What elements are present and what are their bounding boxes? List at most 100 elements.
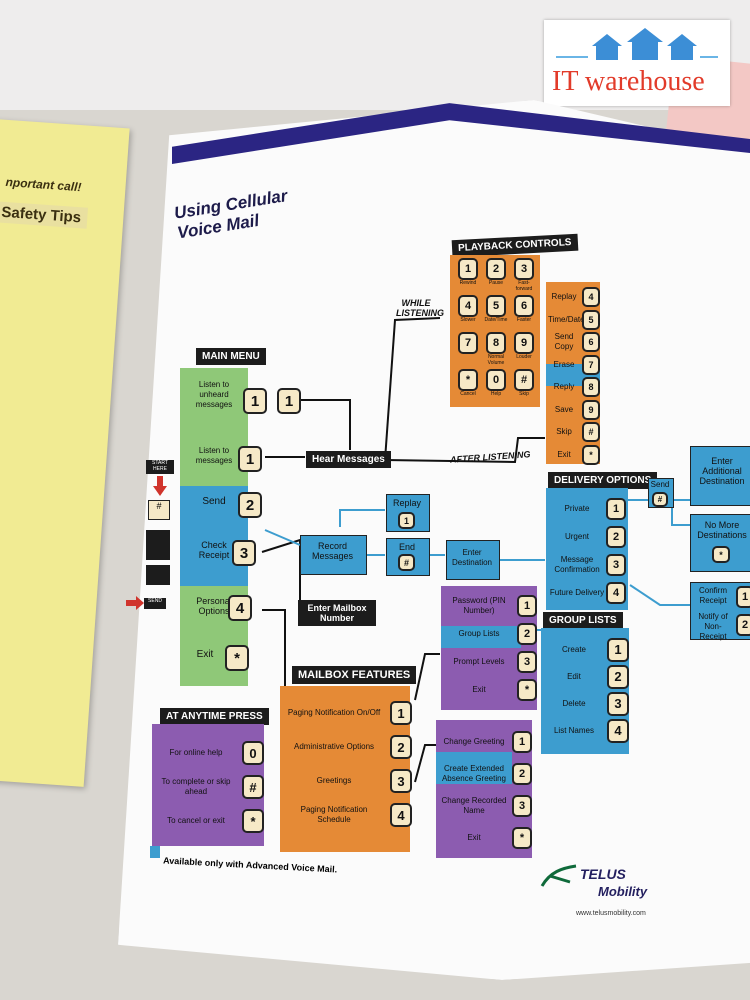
- item-label: Delete: [562, 698, 586, 708]
- key-2[interactable]: 2: [517, 623, 537, 645]
- key-5[interactable]: 5: [486, 295, 506, 317]
- telus-url: www.telusmobility.com: [576, 910, 646, 917]
- playback-key-label: Normal Volume: [487, 354, 505, 366]
- playback-key: #Skip: [510, 369, 538, 406]
- key-9[interactable]: 9: [514, 332, 534, 354]
- item-label: Password (PIN Number): [452, 596, 506, 615]
- key-hash[interactable]: #: [582, 422, 600, 443]
- key-star[interactable]: *: [242, 809, 264, 833]
- item-label: To complete or skip ahead: [161, 777, 231, 796]
- item-label: Exit: [472, 685, 486, 694]
- key-2[interactable]: 2: [390, 735, 412, 759]
- item-label: For online help: [169, 748, 223, 757]
- key-4[interactable]: 4: [390, 803, 412, 827]
- item-label: Change Recorded Name: [441, 796, 507, 815]
- playback-key: 7: [454, 332, 482, 369]
- enter-additional-label: Enter Additional Destination: [699, 456, 745, 486]
- key-6[interactable]: 6: [582, 332, 600, 353]
- key-hash[interactable]: #: [398, 554, 415, 571]
- menu-item-label: Listen to messages: [195, 446, 233, 465]
- advanced-marker: [150, 846, 160, 858]
- side-note-box: [146, 530, 170, 560]
- key-hash[interactable]: #: [652, 492, 668, 507]
- key-5[interactable]: 5: [582, 309, 600, 330]
- list-item: Password (PIN Number) 1: [443, 592, 537, 620]
- key-1[interactable]: 1: [607, 637, 629, 662]
- key-hash[interactable]: #: [514, 369, 534, 391]
- key-2[interactable]: 2: [607, 664, 629, 689]
- key-1[interactable]: 1: [238, 446, 262, 472]
- key-1[interactable]: 1: [606, 498, 626, 520]
- key-1[interactable]: 1: [277, 388, 301, 414]
- key-6[interactable]: 6: [514, 295, 534, 317]
- key-4[interactable]: 4: [458, 295, 478, 317]
- key-star[interactable]: *: [512, 827, 532, 849]
- side-note-box: [146, 565, 170, 585]
- key-2[interactable]: 2: [606, 526, 626, 548]
- replay-label: Replay: [392, 498, 421, 508]
- key-star[interactable]: *: [225, 645, 249, 671]
- key-3[interactable]: 3: [390, 769, 412, 793]
- item-label: Skip: [556, 427, 572, 437]
- key-4[interactable]: 4: [606, 582, 626, 604]
- right-arrow-icon: [126, 596, 144, 610]
- key-3[interactable]: 3: [606, 554, 626, 576]
- list-item: For online help 0: [156, 736, 264, 770]
- anytime-title: AT ANYTIME PRESS: [160, 708, 269, 725]
- telus-sub: Mobility: [598, 884, 648, 899]
- key-0[interactable]: 0: [486, 369, 506, 391]
- key-star[interactable]: *: [582, 444, 600, 465]
- key-3[interactable]: 3: [512, 795, 532, 817]
- key-1[interactable]: 1: [398, 512, 415, 529]
- key-1[interactable]: 1: [458, 258, 478, 280]
- key-3[interactable]: 3: [607, 691, 629, 716]
- key-3[interactable]: 3: [232, 540, 256, 566]
- enter-mailbox-number: Enter Mailbox Number: [298, 600, 376, 626]
- anytime-list: For online help 0 To complete or skip ahea…: [156, 736, 264, 838]
- key-2[interactable]: 2: [512, 763, 532, 785]
- key-1[interactable]: 1: [517, 595, 537, 617]
- item-label: Urgent: [564, 532, 589, 541]
- key-hash[interactable]: #: [242, 775, 264, 799]
- key-4[interactable]: 4: [582, 287, 600, 308]
- key-8[interactable]: 8: [582, 377, 600, 398]
- list-item: To complete or skip ahead #: [156, 770, 264, 804]
- key-1[interactable]: 1: [512, 731, 532, 753]
- key-2[interactable]: 2: [736, 614, 750, 636]
- playback-key-label: Cancel: [460, 391, 476, 397]
- key-1[interactable]: 1: [736, 586, 750, 608]
- item-label: Create: [561, 644, 586, 654]
- key-7[interactable]: 7: [458, 332, 478, 354]
- item-label: List Names: [553, 725, 594, 735]
- key-9[interactable]: 9: [582, 399, 600, 420]
- playback-key-label: Rewind: [459, 280, 477, 286]
- key-4[interactable]: 4: [228, 595, 252, 621]
- key-star[interactable]: *: [458, 369, 478, 391]
- key-0[interactable]: 0: [242, 741, 264, 765]
- key-8[interactable]: 8: [486, 332, 506, 354]
- key-1[interactable]: 1: [390, 701, 412, 725]
- send-label: SEND: [144, 598, 166, 609]
- key-7[interactable]: 7: [582, 354, 600, 375]
- record-messages-label: Record Messages: [311, 541, 354, 561]
- key-star[interactable]: *: [517, 679, 537, 701]
- key-3[interactable]: 3: [514, 258, 534, 280]
- key-4[interactable]: 4: [607, 718, 629, 743]
- key-1[interactable]: 1: [243, 388, 267, 414]
- key-2[interactable]: 2: [486, 258, 506, 280]
- key-2[interactable]: 2: [238, 492, 262, 518]
- key-3[interactable]: 3: [517, 651, 537, 673]
- playback-key-label: Louder: [516, 354, 532, 360]
- item-label: Create Extended Absence Greeting: [441, 764, 507, 783]
- key-star[interactable]: *: [712, 546, 730, 563]
